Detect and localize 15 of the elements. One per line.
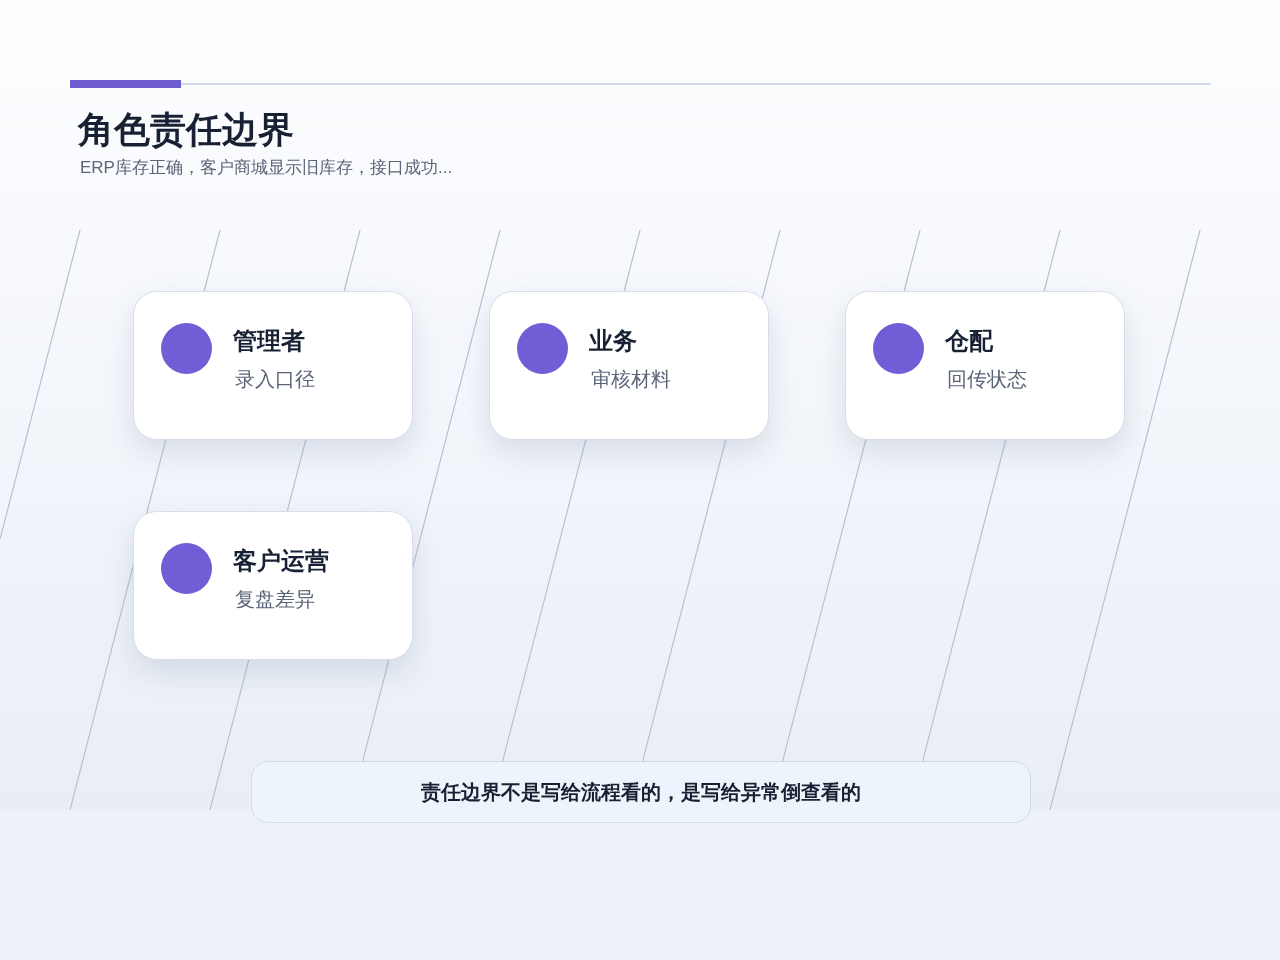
role-card bbox=[489, 291, 769, 440]
role-card bbox=[133, 511, 413, 660]
role-card bbox=[133, 291, 413, 440]
card-subtitle: 回传状态 bbox=[947, 367, 1027, 392]
subtitle: ERP库存正确，客户商城显示旧库存，接口成功... bbox=[80, 157, 453, 179]
card-subtitle: 录入口径 bbox=[235, 367, 315, 392]
role-card bbox=[845, 291, 1125, 440]
card-title: 仓配 bbox=[945, 326, 993, 356]
card-subtitle: 复盘差异 bbox=[235, 587, 315, 612]
note-banner: 责任边界不是写给流程看的，是写给异常倒查看的 bbox=[251, 761, 1031, 823]
page-title: 角色责任边界 bbox=[78, 108, 294, 152]
card-title: 客户运营 bbox=[233, 546, 329, 576]
card-subtitle: 审核材料 bbox=[591, 367, 671, 392]
card-title: 管理者 bbox=[233, 326, 305, 356]
card-title: 业务 bbox=[589, 326, 637, 356]
